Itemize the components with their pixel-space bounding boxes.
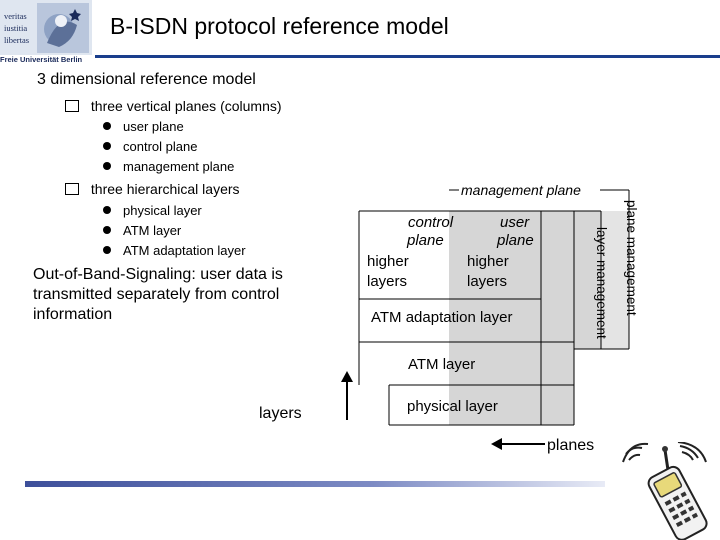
- bullet-planes: three vertical planes (columns): [65, 98, 282, 114]
- plane-management-label: plane management: [624, 200, 639, 316]
- list-item-text: management plane: [123, 159, 235, 174]
- logo-motto: veritas iustitia libertas: [4, 10, 29, 46]
- motto-line: libertas: [4, 35, 30, 45]
- mobile-phone-icon: [622, 442, 708, 540]
- list-item: ATM adaptation layer: [103, 243, 246, 258]
- higher-layers-control-1: higher: [367, 253, 409, 270]
- slide-title: B-ISDN protocol reference model: [110, 13, 449, 39]
- control-plane-label-1: control: [408, 214, 454, 231]
- list-item: ATM layer: [103, 223, 181, 238]
- higher-layers-user-2: layers: [467, 273, 508, 290]
- physical-layer-label: physical layer: [407, 398, 498, 415]
- bullet-dot-icon: [103, 246, 111, 254]
- checkbox-bullet-icon: [65, 183, 79, 195]
- arrow-left-icon: [491, 438, 502, 450]
- title-underline: [95, 55, 720, 58]
- gray-shading: [601, 211, 629, 349]
- planes-axis-label: planes: [547, 437, 595, 454]
- university-name: Freie Universität Berlin: [0, 55, 83, 64]
- bullet-layers: three hierarchical layers: [65, 181, 240, 197]
- list-item: management plane: [103, 159, 234, 174]
- higher-layers-control-2: layers: [367, 273, 408, 290]
- bullet-dot-icon: [103, 226, 111, 234]
- bullet-dot-icon: [103, 122, 111, 130]
- control-plane-label-2: plane: [407, 232, 444, 249]
- gray-shading: [574, 211, 601, 349]
- management-plane-label: management plane: [461, 182, 581, 198]
- checkbox-bullet-icon: [65, 100, 79, 112]
- gray-shading: [541, 299, 574, 425]
- higher-layers-user-1: higher: [467, 253, 509, 270]
- list-item-text: control plane: [123, 139, 198, 154]
- list-item-text: ATM layer: [123, 223, 182, 238]
- list-item: control plane: [103, 139, 197, 154]
- aal-label: ATM adaptation layer: [371, 309, 513, 326]
- user-plane-label-1: user: [500, 214, 530, 231]
- footer-bar: [25, 481, 605, 487]
- bullet-dot-icon: [103, 206, 111, 214]
- layer-management-label: layer management: [594, 227, 609, 339]
- motto-line: iustitia: [4, 23, 28, 33]
- arrow-up-icon: [341, 371, 353, 382]
- list-item-text: physical layer: [123, 203, 202, 218]
- bullet-text: three vertical planes (columns): [90, 98, 282, 114]
- layers-axis-label: layers: [259, 405, 302, 422]
- bullet-dot-icon: [103, 162, 111, 170]
- list-item: user plane: [103, 119, 184, 134]
- bullet-dot-icon: [103, 142, 111, 150]
- list-item: physical layer: [103, 203, 202, 218]
- out-of-band-note: Out-of-Band-Signaling: user data is tran…: [33, 266, 283, 323]
- seal-icon: [37, 3, 89, 53]
- list-item-text: user plane: [123, 119, 184, 134]
- motto-line: veritas: [4, 11, 27, 21]
- bullet-text: three hierarchical layers: [90, 181, 240, 197]
- list-item-text: ATM adaptation layer: [123, 243, 246, 258]
- user-plane-label-2: plane: [497, 232, 534, 249]
- slide-heading: 3 dimensional reference model: [37, 71, 256, 88]
- atm-layer-label: ATM layer: [408, 356, 476, 373]
- university-logo: veritas iustitia libertas Freie Universi…: [0, 0, 96, 66]
